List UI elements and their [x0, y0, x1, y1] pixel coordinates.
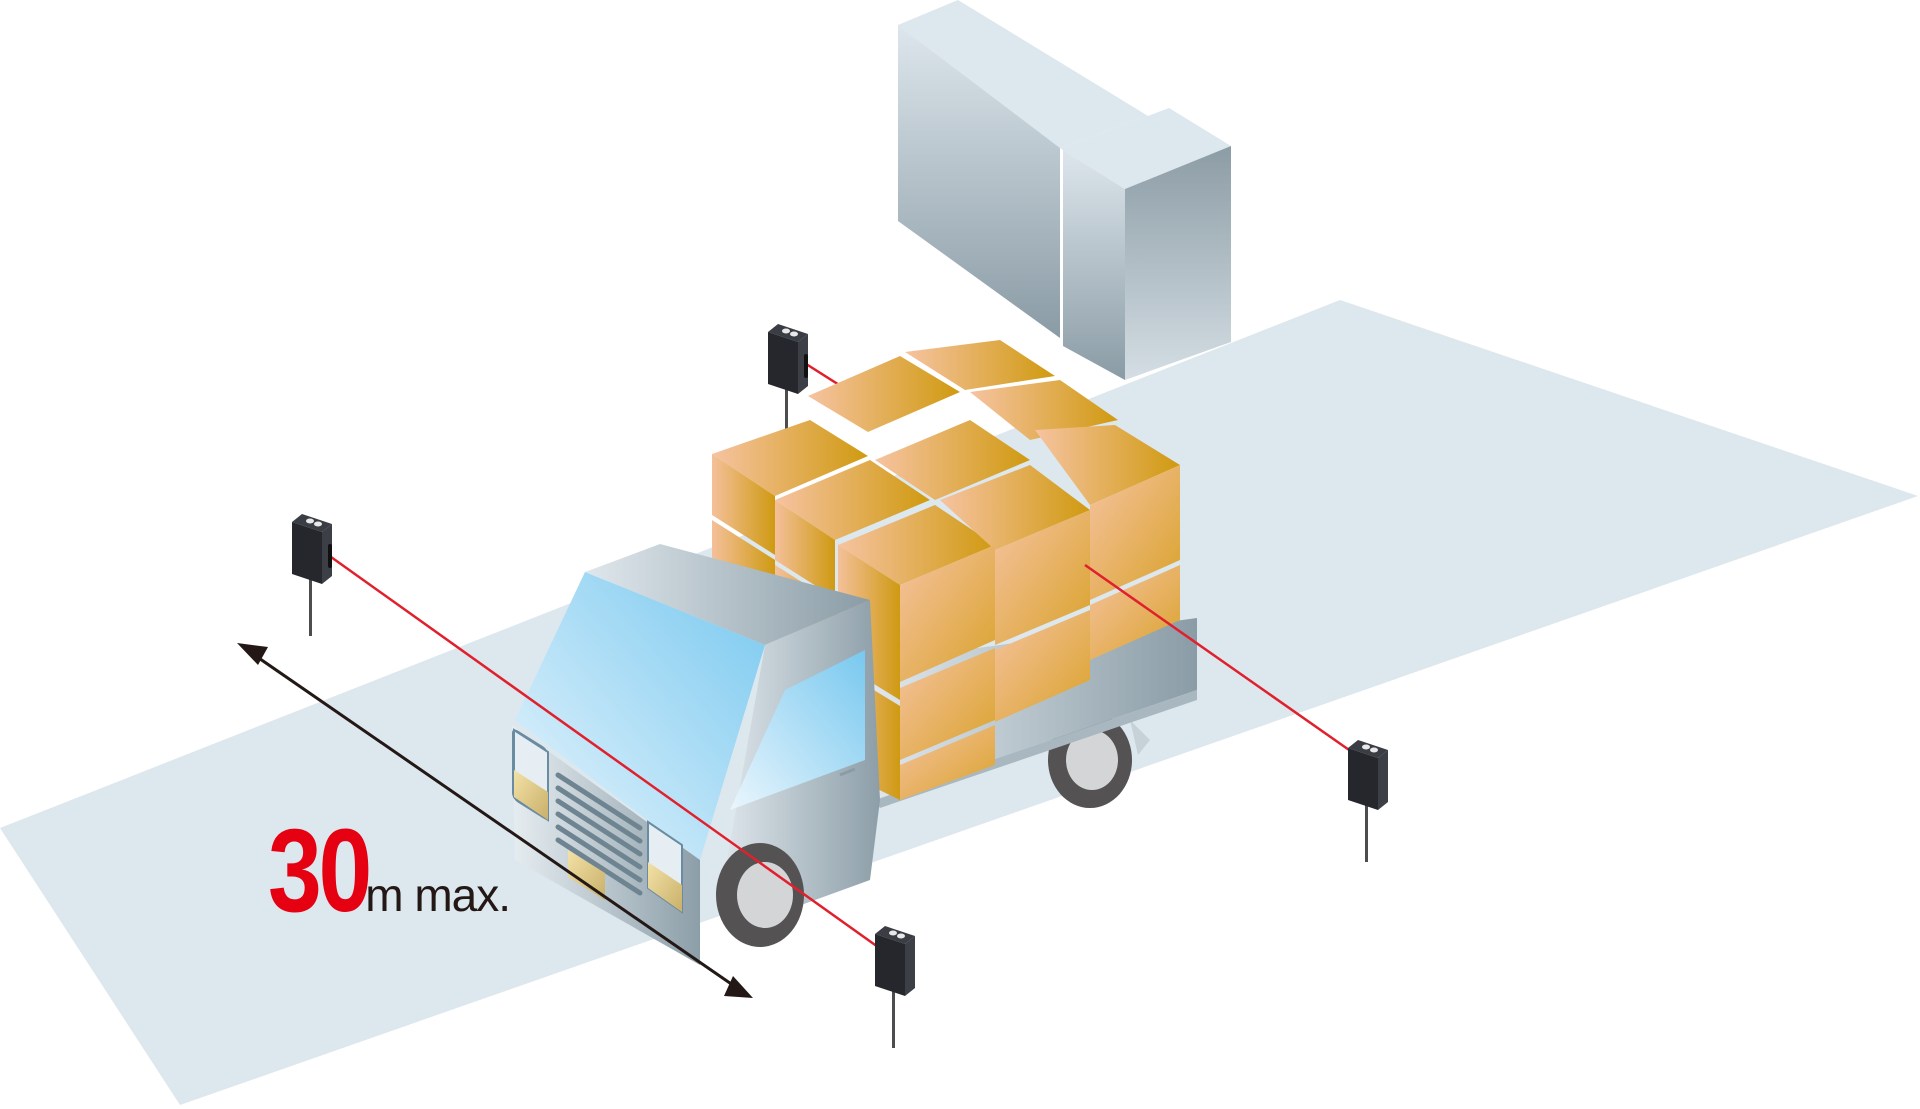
building [898, 0, 1231, 380]
sensor-front-receiver [875, 926, 915, 1048]
range-dimension-arrow [237, 643, 753, 998]
sensor-right-receiver [1348, 740, 1388, 862]
sensor-left-emitter [292, 514, 332, 636]
front-wheel [716, 843, 804, 947]
light-beam-rear [1084, 563, 1353, 754]
light-beam-front [323, 550, 879, 949]
truck-cab [512, 544, 880, 965]
sensor-top-rear [768, 324, 808, 446]
